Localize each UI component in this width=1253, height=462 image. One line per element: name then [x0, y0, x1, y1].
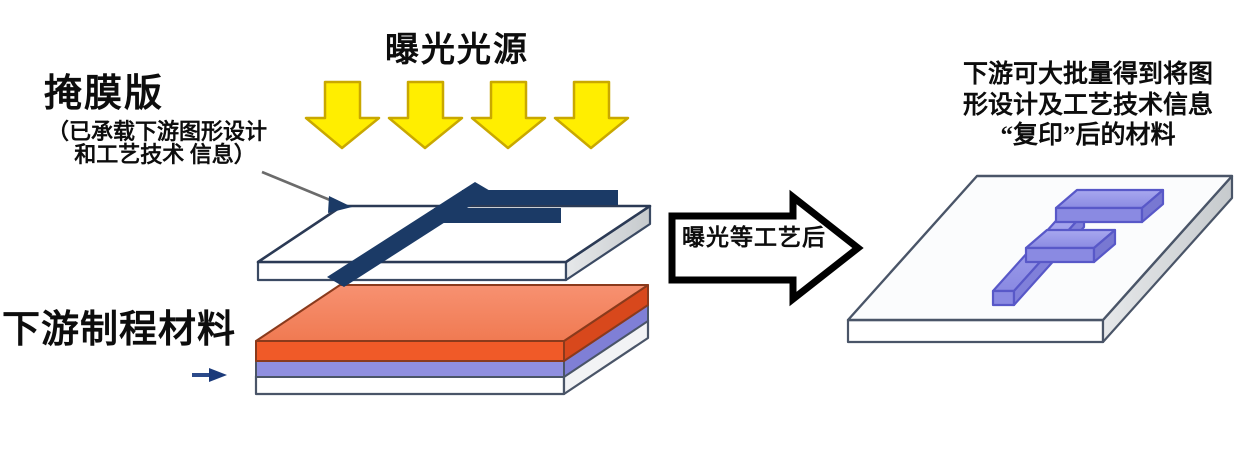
mask-front-edge: [256, 260, 568, 282]
substrate-top-face: [255, 284, 649, 342]
downstream-material-label: 下游制程材料: [2, 309, 237, 351]
mask-plate-title: 掩膜版: [44, 73, 165, 115]
mask-plate-subtitle: （已承载下游图形设计 和工艺技术 信息）: [22, 120, 292, 167]
substrate-stack: [254, 284, 650, 396]
mask-f-pattern: [327, 182, 618, 287]
result-front-edge: [846, 318, 1105, 344]
result-plate: [846, 174, 1234, 344]
substrate-mid-layer: [255, 340, 565, 362]
light-arrow-1: [304, 80, 381, 150]
mask-subtitle-line-1: （已承载下游图形设计: [46, 119, 267, 144]
substrate-purple-layer: [255, 359, 565, 378]
result-note-line-3: “复印”后的材料: [1000, 122, 1176, 149]
process-arrow-label: 曝光等工艺后: [682, 225, 826, 250]
mask-plate: [256, 182, 652, 287]
substrate-base-layer: [254, 374, 566, 396]
result-note-line-2: 形设计及工艺技术信息: [962, 91, 1213, 119]
light-source-arrows: [304, 80, 630, 150]
process-arrow: [668, 189, 864, 307]
light-arrow-2: [387, 80, 464, 150]
mask-pointer-arrowhead: [328, 196, 352, 213]
light-arrow-4: [553, 80, 630, 150]
light-arrow-3: [470, 80, 547, 150]
result-note-line-1: 下游可大批量得到将图: [962, 61, 1213, 88]
mask-subtitle-line-2: 和工艺技术 信息）: [74, 142, 256, 168]
mask-pointer-line: [261, 170, 352, 213]
result-f-pattern: [991, 188, 1165, 307]
result-description: 下游可大批量得到将图 形设计及工艺技术信息 “复印”后的材料: [938, 60, 1238, 152]
light-source-title: 曝光光源: [385, 32, 529, 69]
material-pointer-arrow: [192, 368, 227, 382]
